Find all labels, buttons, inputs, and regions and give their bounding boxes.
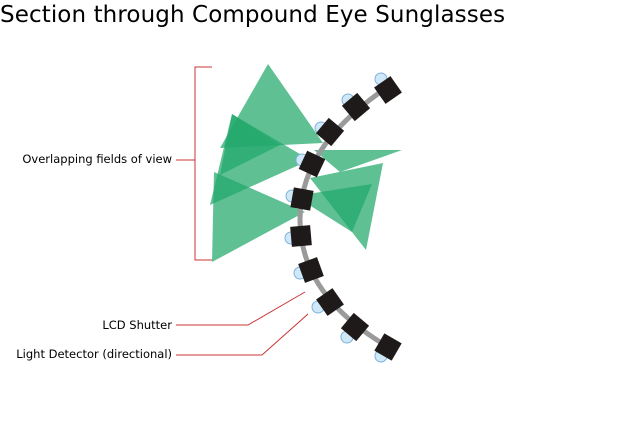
lcd-leader [176,291,306,326]
lcd-shutter [290,225,312,247]
lens-spine [297,85,388,348]
lcd-shutter [290,187,314,211]
lcd-shutter [374,333,402,361]
label-light-detector: Light Detector (directional) [16,347,172,361]
lcd-shutter [316,288,344,316]
label-lcd-shutter: LCD Shutter [102,318,172,332]
fields-of-view [210,64,402,262]
lcd-shutter [340,312,370,342]
lcd-shutter [341,92,371,122]
label-fields-of-view: Overlapping fields of view [22,152,172,166]
field-of-view-6 [295,184,372,232]
leader-lines [176,66,309,356]
lcd-shutter [315,117,345,147]
fov-bracket [194,66,212,261]
page-title: Section through Compound Eye Sunglasses [0,2,506,28]
field-of-view-7 [220,114,280,175]
lcd-shutter [374,76,402,104]
field-of-view-4 [314,150,402,172]
lcd-shutter [298,257,324,283]
lcd-shutter [298,150,326,178]
lcd-shutters [290,76,402,361]
field-of-view-3 [212,172,305,262]
light-detector-leader [176,313,309,356]
